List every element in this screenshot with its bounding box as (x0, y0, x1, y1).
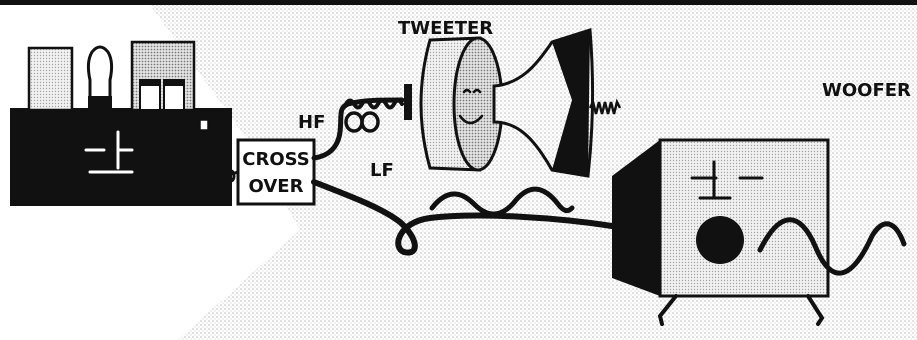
hf-label: HF (298, 112, 325, 133)
amplifier-knob (200, 120, 208, 130)
amplifier-transformer (29, 48, 72, 110)
woofer-label: WOOFER (822, 80, 911, 101)
crossover-label-line2: OVER (249, 176, 304, 197)
top-border (0, 0, 917, 5)
tweeter-label: TWEETER (398, 18, 493, 39)
vacuum-tube-icon (88, 47, 112, 110)
power-transformer (132, 42, 194, 110)
crossover-label-line1: CROSS (242, 149, 310, 170)
crossover-box: CROSS OVER (238, 140, 314, 204)
amplifier-chassis (10, 108, 232, 206)
woofer-cone (696, 216, 744, 264)
woofer-cabinet (660, 140, 828, 296)
lf-label: LF (370, 160, 394, 181)
tweeter-flange (404, 84, 412, 120)
